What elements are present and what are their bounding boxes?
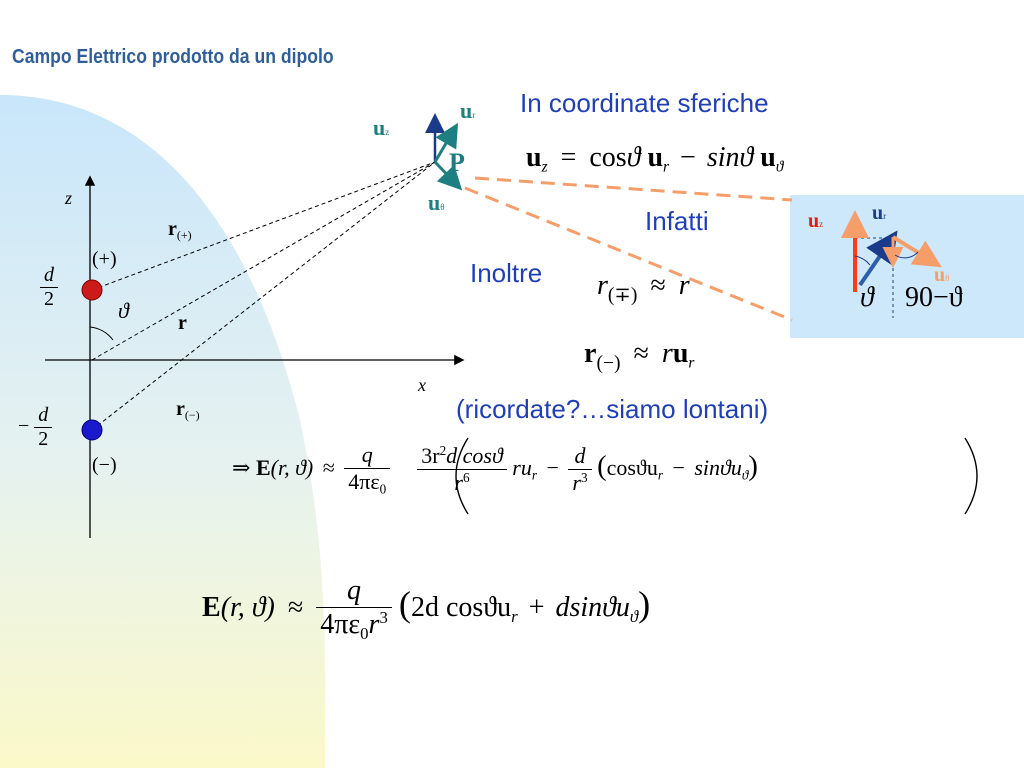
background-blob (0, 95, 326, 768)
point-p-label: P (449, 148, 465, 177)
inset-utheta (891, 235, 942, 268)
r-label: r (178, 312, 187, 334)
minus-charge-label: (−) (92, 454, 117, 476)
r-plus-label: r(+) (168, 218, 192, 243)
orange-dashed-bottom (464, 186, 793, 322)
ricordate-text: (ricordate?…siamo lontani) (456, 394, 769, 424)
slide-title: Campo Elettrico prodotto da un dipolo (12, 46, 334, 68)
inset-ur (858, 230, 898, 287)
eq-r-minus: r(−) ≈ rur (584, 338, 695, 374)
u-r-vector (433, 122, 459, 163)
inset-utheta-label: uθ (934, 264, 950, 286)
paren-right-big (964, 437, 978, 515)
r-minus-line (91, 161, 436, 431)
theta-arc (89, 326, 114, 341)
r-plus-line (91, 161, 436, 291)
coords-heading: In coordinate sferiche (520, 88, 769, 118)
positive-charge (81, 279, 103, 301)
infatti-text: Infatti (645, 206, 709, 236)
z-axis-label: z (65, 188, 73, 208)
u-theta-vector (433, 160, 463, 191)
inset-ur-label: ur (872, 202, 887, 224)
inset-theta: ϑ (860, 282, 874, 313)
r-minus-label: r(−) (176, 398, 200, 423)
u-r-label: ur (460, 98, 476, 123)
paren-left-big (455, 437, 469, 515)
inset-arc-left (854, 255, 871, 266)
inset-ninety-minus-theta: 90−ϑ (905, 282, 963, 313)
negative-charge (81, 419, 103, 441)
u-z-label: uz (373, 115, 390, 140)
orange-dashed-top (474, 176, 793, 202)
inset-uz-label: uz (808, 210, 824, 232)
inset-arc-right (894, 251, 919, 259)
x-axis-label: x (418, 375, 426, 395)
eq-uz: uz = cosϑ ur − sinϑ uϑ (526, 142, 784, 176)
inoltre-text: Inoltre (470, 258, 543, 288)
r-line (91, 161, 436, 361)
eq-r-plus-minus: r(∓) ≈ r (597, 270, 690, 306)
plus-charge-label: (+) (92, 248, 117, 270)
theta-label: ϑ (118, 298, 129, 323)
u-theta-label: uθ (428, 190, 445, 215)
inset-box (790, 195, 1024, 338)
